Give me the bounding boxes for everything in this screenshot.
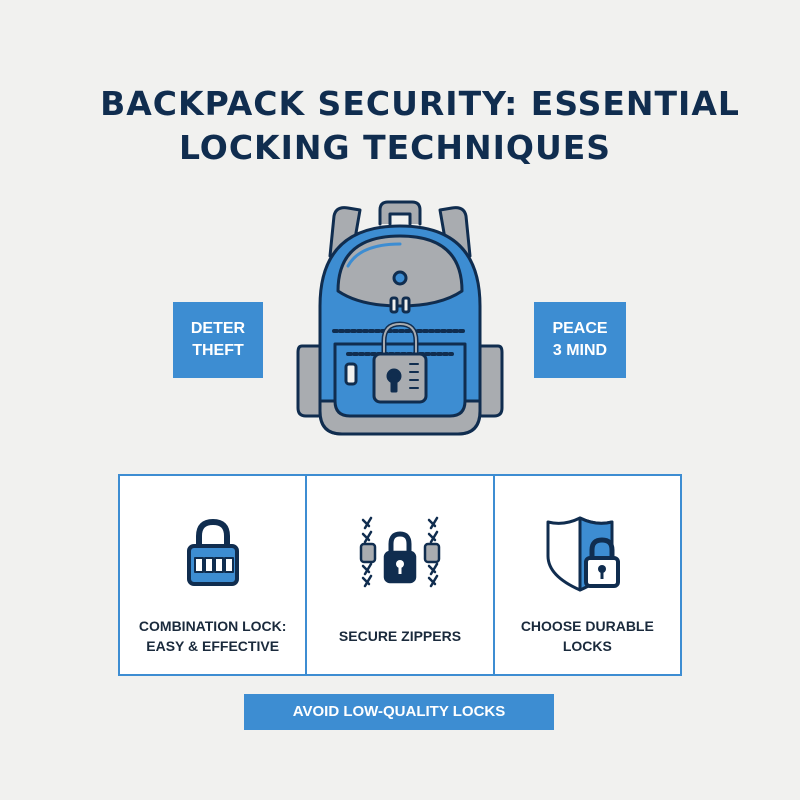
- backpack-icon: [296, 200, 504, 436]
- card-2-line-1: SECURE ZIPPERS: [338, 628, 462, 644]
- badge-right-line-1: PEACE: [552, 320, 608, 337]
- card-1-line-2: EASY & EFFECTIVE: [146, 638, 280, 654]
- card-combination-lock: COMBINATION LOCK: EASY & EFFECTIVE: [120, 476, 308, 674]
- card-label: COMBINATION LOCK: EASY & EFFECTIVE: [120, 616, 305, 656]
- card-3-line-2: LOCKS: [562, 638, 612, 654]
- card-3-line-1: CHOOSE DURABLE: [520, 618, 654, 634]
- card-durable-locks: CHOOSE DURABLE LOCKS: [495, 476, 680, 674]
- card-label: CHOOSE DURABLE LOCKS: [495, 616, 680, 656]
- card-1-line-1: COMBINATION LOCK:: [138, 618, 287, 634]
- avoid-low-quality-locks-banner: AVOID LOW-QUALITY LOCKS: [244, 694, 554, 730]
- badge-left-line-2: THEFT: [192, 342, 244, 359]
- shield-lock-icon: [546, 516, 621, 592]
- page-title: BACKPACK SECURITY: ESSENTIAL LOCKING TEC…: [0, 82, 800, 170]
- title-line-2: LOCKING TECHNIQUES: [178, 128, 612, 167]
- deter-theft-badge: DETER THEFT: [173, 302, 263, 378]
- badge-right-line-2: 3 MIND: [552, 342, 608, 359]
- peace-of-mind-badge: PEACE 3 MIND: [534, 302, 626, 378]
- secure-zippers-icon: [359, 516, 441, 588]
- title-line-1: BACKPACK SECURITY: ESSENTIAL: [100, 84, 740, 123]
- card-label: SECURE ZIPPERS: [307, 626, 492, 646]
- card-secure-zippers: SECURE ZIPPERS: [307, 476, 495, 674]
- combination-lock-icon: [186, 519, 239, 586]
- technique-cards: COMBINATION LOCK: EASY & EFFECTIVE: [118, 474, 682, 676]
- badge-left-line-1: DETER: [190, 320, 246, 337]
